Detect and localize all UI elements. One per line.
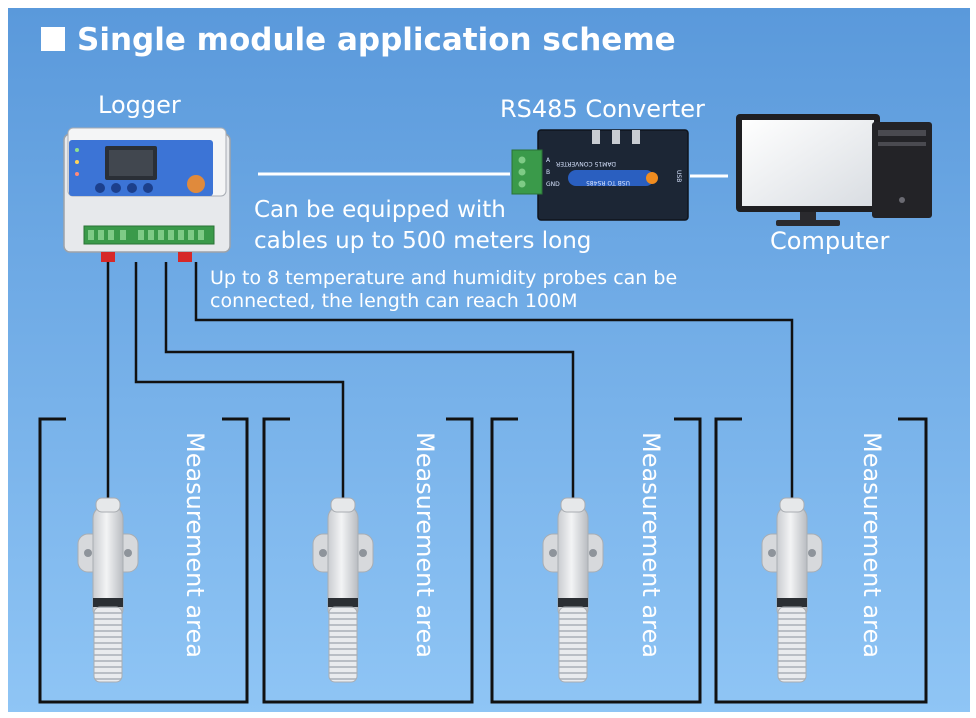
title-square-icon <box>41 27 65 51</box>
probe-count-note-line1: Up to 8 temperature and humidity probes … <box>210 267 677 289</box>
measurement-area-label-1: Measurement area <box>181 432 209 658</box>
converter-logo-icon <box>646 172 658 184</box>
measurement-area-label-4: Measurement area <box>858 432 886 658</box>
probe-port <box>101 252 115 262</box>
converter-badge <box>568 170 654 186</box>
pin-label-b: B <box>546 169 550 176</box>
probe-cables <box>106 262 794 500</box>
led-indicator <box>75 148 79 152</box>
led-indicator <box>75 160 79 164</box>
monitor-screen <box>742 120 874 206</box>
cable-length-note-line1: Can be equipped with <box>254 197 506 223</box>
rs485-converter-device: A B GND DAM15 CONVERTER USB TO RS485 USB <box>511 129 689 221</box>
pin-label-a: A <box>546 157 551 164</box>
converter-terminal <box>511 149 543 195</box>
page-title: Single module application scheme <box>77 22 676 58</box>
computer-label: Computer <box>770 227 889 255</box>
probe-count-note-line2: connected, the length can reach 100M <box>210 290 577 312</box>
logger-button <box>111 183 121 193</box>
pin-label-gnd: GND <box>546 181 560 188</box>
measurement-area-label-3: Measurement area <box>637 432 665 658</box>
measurement-area-label-2: Measurement area <box>411 432 439 658</box>
cable-length-note-line2: cables up to 500 meters long <box>254 228 591 254</box>
logger-button <box>127 183 137 193</box>
converter-badge-text: USB TO RS485 <box>586 179 630 186</box>
pc-tower <box>872 122 932 218</box>
converter-brand-text: DAM15 CONVERTER <box>556 160 616 167</box>
converter-label: RS485 Converter <box>500 95 705 123</box>
usb-port-label: USB <box>675 170 682 182</box>
probe-port <box>178 252 192 262</box>
measurement-area-brackets <box>38 417 928 704</box>
led-indicator <box>75 172 79 176</box>
logger-button <box>95 183 105 193</box>
buzzer-icon <box>187 175 205 193</box>
logger-label: Logger <box>98 91 181 119</box>
computer-device <box>736 114 932 226</box>
logger-device <box>63 127 231 262</box>
logger-button <box>143 183 153 193</box>
